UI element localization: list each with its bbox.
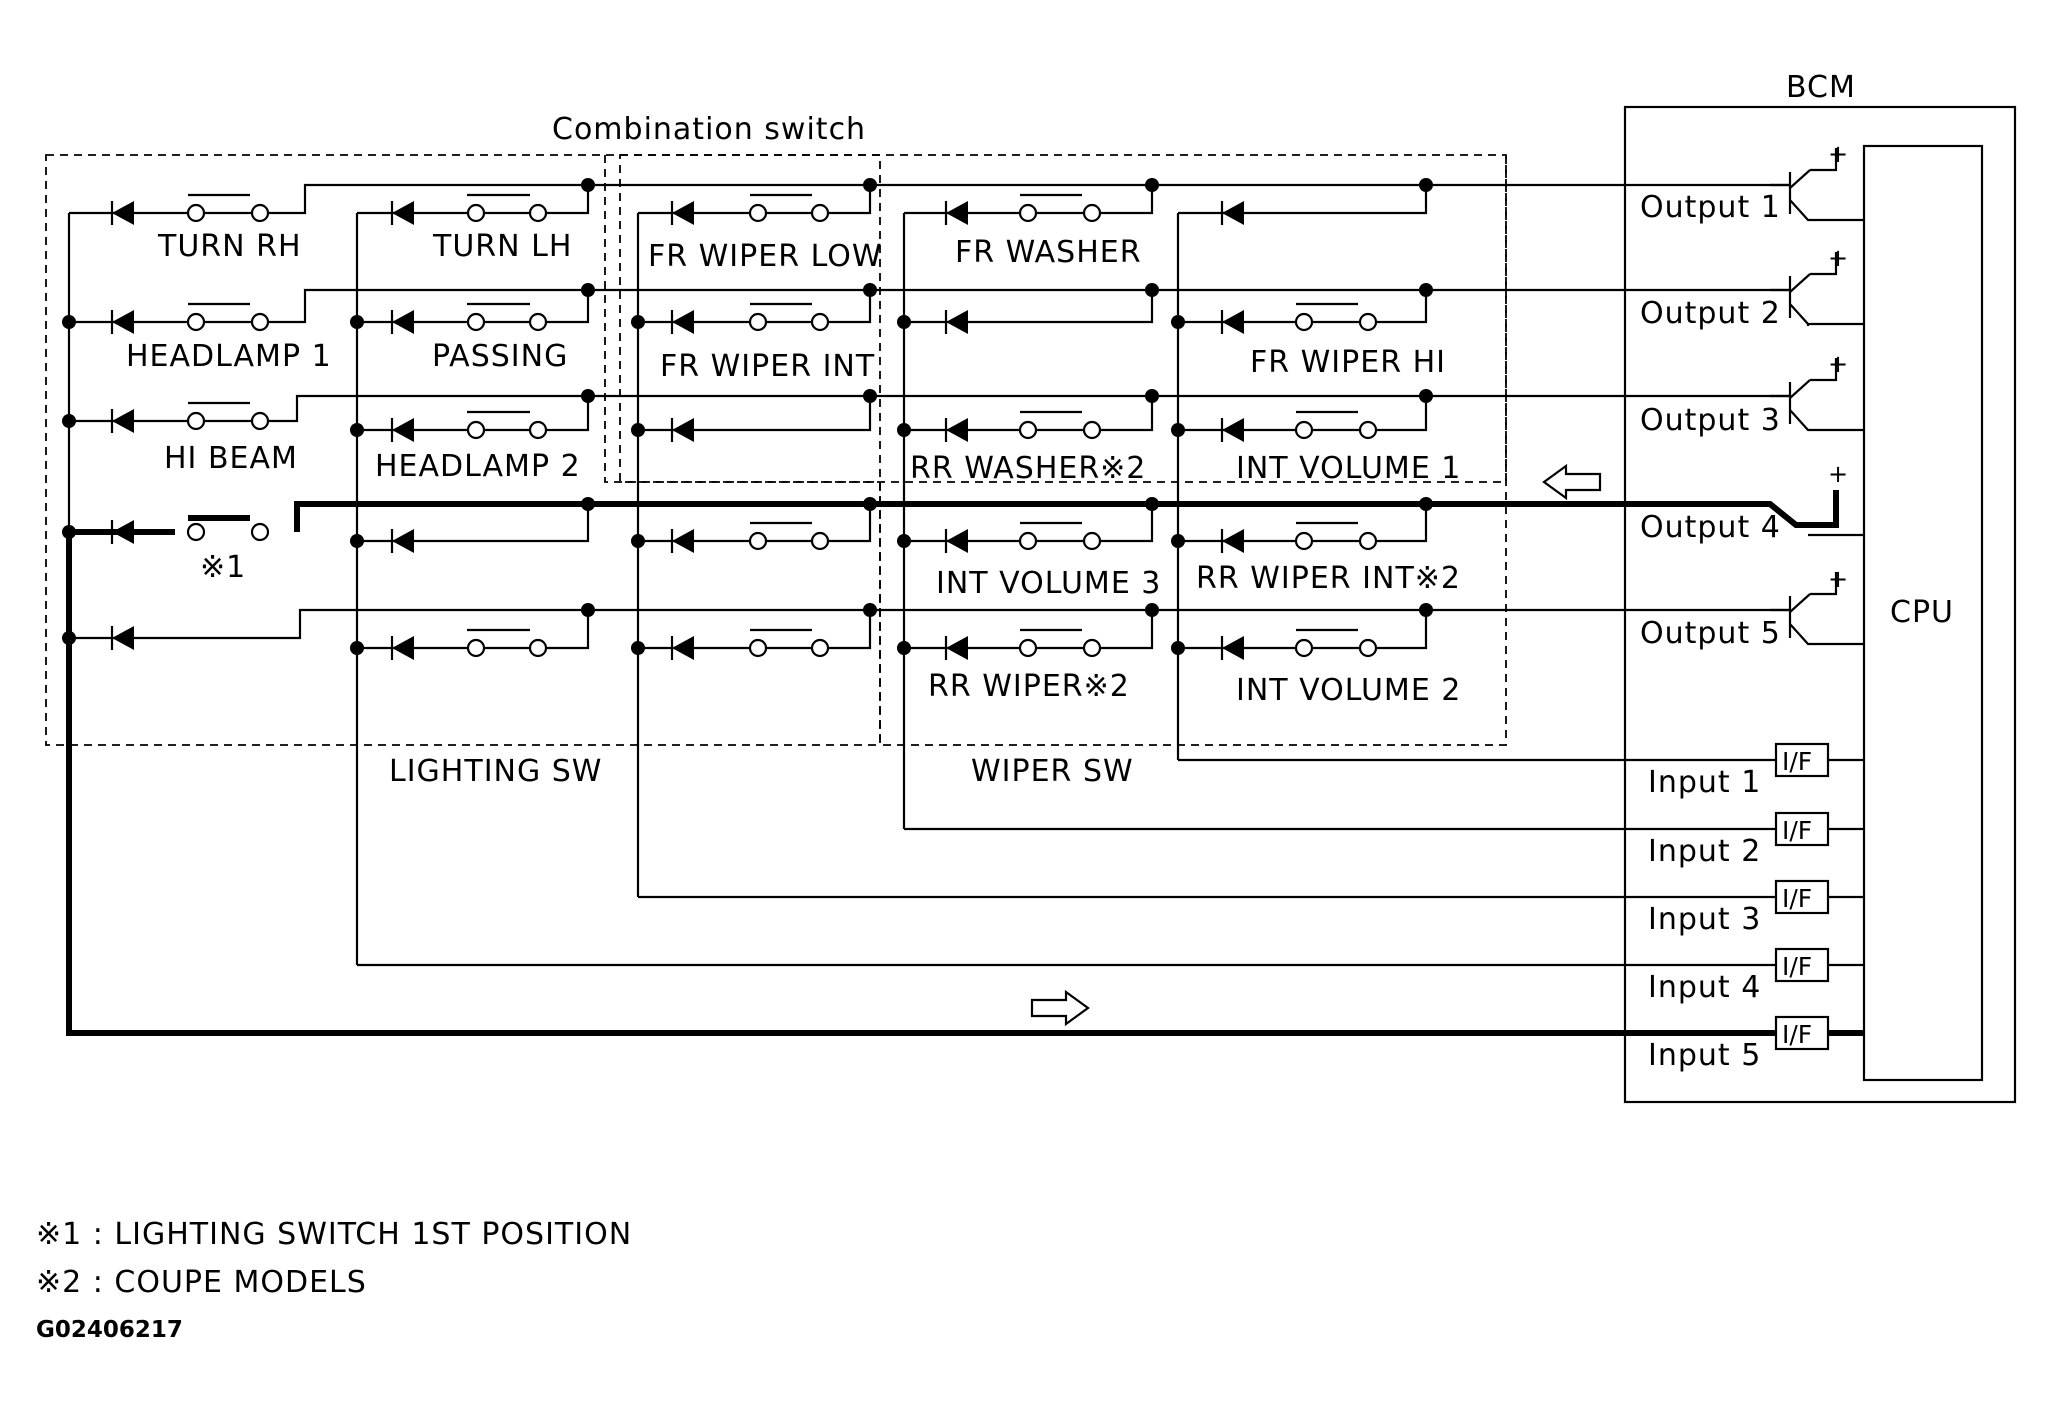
label-note-1-mark: ※1	[200, 550, 246, 585]
label-fr-wiper-hi: FR WIPER HI	[1250, 345, 1446, 380]
input-5-bold-wire	[66, 532, 1776, 1036]
output-5-label: Output 5	[1640, 616, 1781, 651]
label-passing: PASSING	[432, 339, 568, 374]
wiper-switch-lower-enclosure	[604, 155, 1507, 746]
note-2: ※2 : COUPE MODELS	[36, 1265, 367, 1300]
wiper-switch-upper-enclosure	[619, 154, 1507, 483]
junction-dots	[62, 178, 1433, 655]
cpu-box	[1862, 144, 1984, 1082]
svg-text:+: +	[1828, 244, 1848, 272]
output-transistors	[1770, 148, 1864, 646]
output-4-label: Output 4	[1640, 510, 1781, 545]
label-headlamp-1: HEADLAMP 1	[126, 339, 332, 374]
output-1-label: Output 1	[1640, 190, 1781, 225]
note-1: ※1 : LIGHTING SWITCH 1ST POSITION	[36, 1217, 632, 1252]
input-4-label: Input 4	[1648, 970, 1761, 1005]
label-rr-wiper-int: RR WIPER INT※2	[1196, 561, 1461, 596]
output-lines	[588, 183, 1790, 612]
interface-blocks: I/F I/F I/F I/F I/F	[1774, 742, 1864, 1051]
input-1-label: Input 1	[1648, 765, 1761, 800]
cpu-label: CPU	[1890, 595, 1954, 630]
lighting-sw-label: LIGHTING SW	[389, 754, 602, 789]
label-rr-washer: RR WASHER※2	[910, 451, 1146, 486]
svg-text:I/F: I/F	[1782, 747, 1812, 776]
switch-contact-bars	[188, 193, 1358, 632]
label-turn-rh: TURN RH	[157, 229, 302, 264]
switch-contacts	[186, 203, 1378, 658]
output-3-label: Output 3	[1640, 403, 1781, 438]
bcm-title: BCM	[1786, 70, 1856, 105]
output-2-label: Output 2	[1640, 296, 1781, 331]
svg-text:+: +	[1828, 565, 1848, 593]
lighting-switch-enclosure	[45, 154, 881, 746]
svg-text:I/F: I/F	[1782, 1020, 1812, 1049]
input-3-label: Input 3	[1648, 902, 1761, 937]
input-5-label: Input 5	[1648, 1038, 1761, 1073]
label-hi-beam: HI BEAM	[164, 441, 298, 476]
svg-text:I/F: I/F	[1782, 884, 1812, 913]
input-flow-arrow	[1030, 989, 1090, 1027]
label-rr-wiper: RR WIPER※2	[928, 669, 1130, 704]
label-fr-wiper-low: FR WIPER LOW	[648, 239, 883, 274]
output-4-bold-wire	[294, 490, 1839, 532]
label-fr-wiper-int: FR WIPER INT	[660, 349, 875, 384]
input-bus-lines	[67, 213, 1776, 967]
wiper-sw-label: WIPER SW	[971, 754, 1134, 789]
svg-text:+: +	[1828, 460, 1848, 488]
label-int-volume-3: INT VOLUME 3	[936, 566, 1161, 601]
svg-text:I/F: I/F	[1782, 816, 1812, 845]
svg-text:+: +	[1828, 140, 1848, 168]
label-fr-washer: FR WASHER	[955, 235, 1142, 270]
output-flow-arrow	[1542, 463, 1602, 501]
plus-signs: + + + + +	[1828, 140, 1848, 593]
label-int-volume-2: INT VOLUME 2	[1236, 673, 1461, 708]
figure-code: G02406217	[36, 1317, 183, 1343]
svg-text:I/F: I/F	[1782, 952, 1812, 981]
label-headlamp-2: HEADLAMP 2	[375, 449, 581, 484]
svg-text:+: +	[1828, 350, 1848, 378]
diodes	[110, 201, 1244, 660]
combination-switch-title: Combination switch	[552, 112, 866, 147]
input-2-label: Input 2	[1648, 834, 1761, 869]
label-int-volume-1: INT VOLUME 1	[1236, 451, 1461, 486]
label-turn-lh: TURN LH	[432, 229, 572, 264]
